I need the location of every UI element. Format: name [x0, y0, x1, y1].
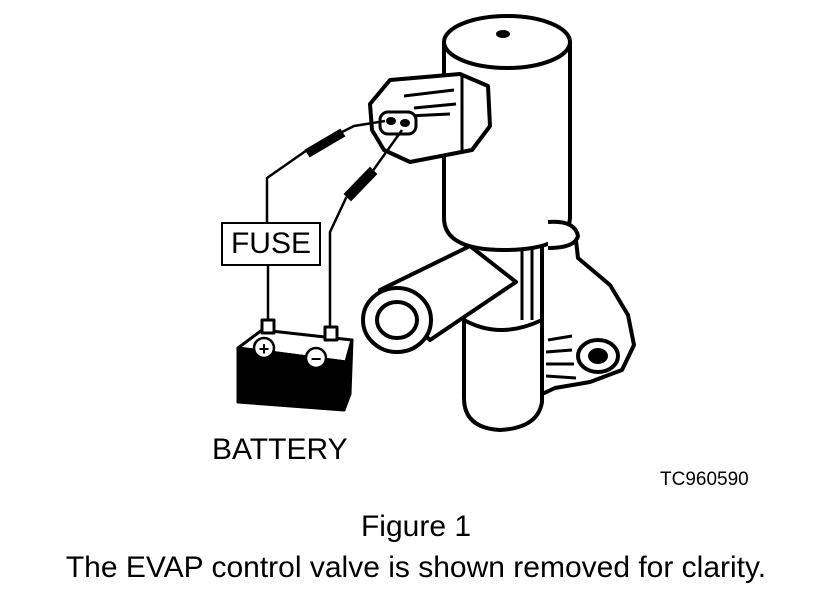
fuse-label: FUSE — [230, 227, 311, 260]
fuse-box: FUSE — [221, 222, 321, 266]
positive-terminal — [260, 318, 276, 335]
cylinder-top-hole — [496, 30, 510, 38]
negative-lead — [328, 129, 404, 335]
probe-clip-1 — [304, 128, 346, 158]
evap-control-valve — [361, 14, 636, 432]
battery-side — [342, 338, 354, 412]
negative-terminal — [323, 325, 339, 342]
battery-positive-mark: + — [259, 339, 270, 359]
probe-clip-2 — [343, 166, 378, 202]
valve-lower-body — [462, 316, 544, 432]
figure-title: Figure 1 — [360, 510, 472, 543]
solenoid-connector — [368, 72, 492, 164]
battery-label: BATTERY — [212, 433, 348, 466]
battery — [236, 318, 354, 412]
connector-terminal-1 — [386, 117, 396, 125]
figure-caption: The EVAP control valve is shown removed … — [65, 551, 767, 584]
image-code-label: TC960590 — [660, 469, 749, 490]
connector-terminal-2 — [400, 119, 410, 127]
battery-negative-mark: − — [311, 349, 322, 369]
cylinder-top — [442, 14, 572, 70]
